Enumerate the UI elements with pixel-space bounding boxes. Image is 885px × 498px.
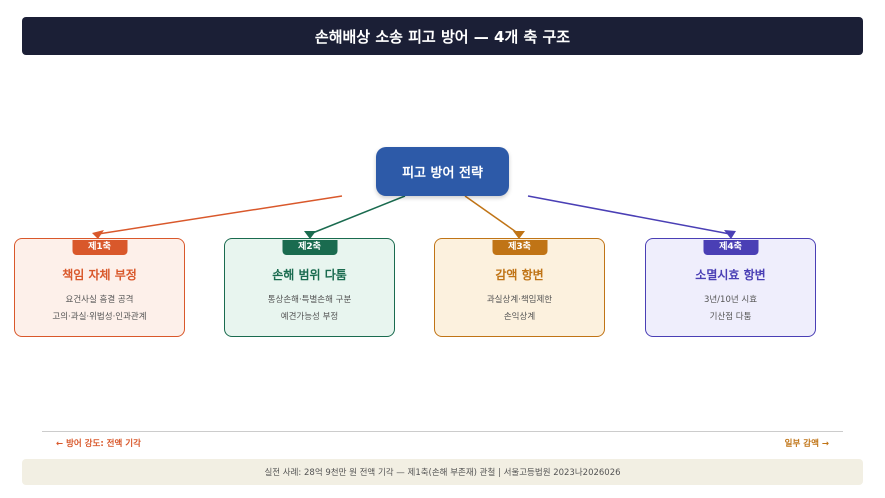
axis-detail: 손익상계 [503,312,536,322]
arrowhead-axis-3 [513,231,525,239]
axis-detail: 3년/10년 시효 [703,295,758,305]
connector-axis-2 [309,195,406,235]
connector-axis-1 [97,195,343,235]
case-footer: 실전 사례: 28억 9천만 원 전액 기각 — 제1축(손해 부존재) 관철 … [22,459,863,485]
axis-detail: 과실상계·책임제한 [486,295,553,305]
diagram-title: 손해배상 소송 피고 방어 — 4개 축 구조 [22,17,863,55]
center-node: 피고 방어 전략 [376,147,509,196]
axis-detail: 요건사실 흠결 공격 [65,295,134,305]
scale-divider [42,431,843,432]
connector-axis-4 [527,195,731,235]
axis-detail: 예견가능성 부정 [280,312,339,322]
axis-badge: 제2축 [282,240,337,255]
scale-label-right: 일부 감액 → [784,439,829,449]
connector-axis-3 [464,195,520,235]
arrowhead-axis-1 [92,230,104,239]
axis-title: 손해 범위 다툼 [272,268,347,282]
arrowhead-axis-4 [724,230,736,239]
axis-title: 감액 항변 [495,268,544,282]
axis-badge: 제1축 [72,240,127,255]
axis-title: 소멸시효 항변 [695,268,766,282]
axis-detail: 통상손해·특별손해 구분 [267,295,352,305]
axis-badge: 제4축 [703,240,758,255]
axis-title: 책임 자체 부정 [62,268,137,282]
axis-detail: 고의·과실·위법성·인과관계 [52,312,147,322]
axis-detail: 기산점 다툼 [709,312,752,322]
arrowhead-axis-2 [304,231,316,239]
axis-badge: 제3축 [492,240,547,255]
scale-label-left: ← 방어 강도: 전액 기각 [56,439,141,449]
